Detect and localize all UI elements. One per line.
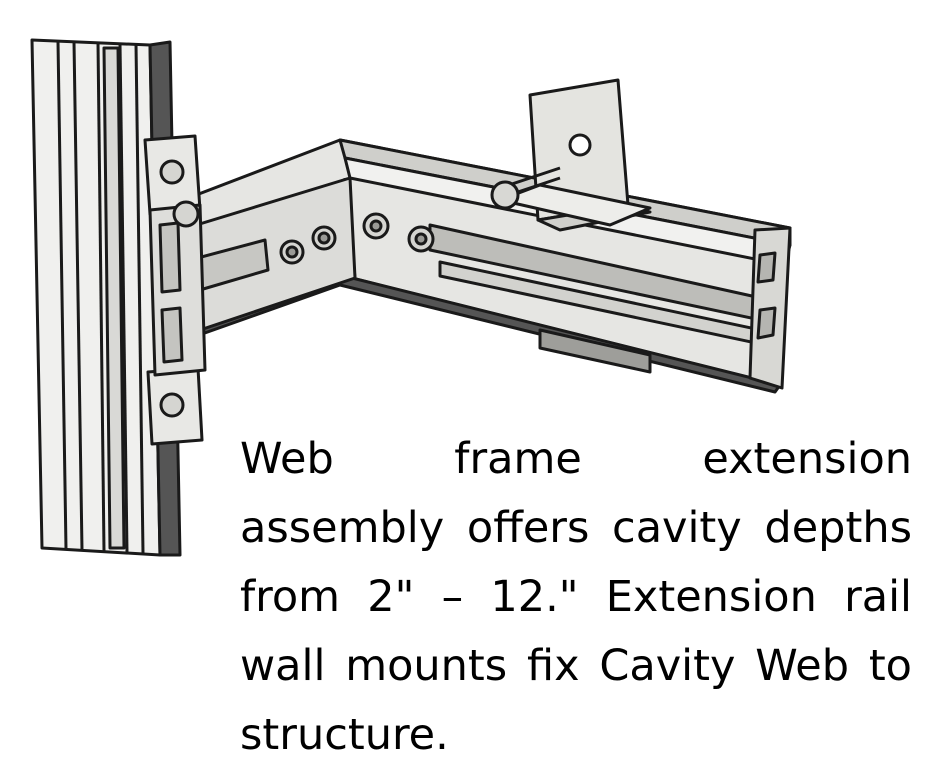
- caption-text: Web frame extension assembly offers cavi…: [240, 434, 912, 760]
- column-clamp: [143, 134, 207, 446]
- bracket-plate: [538, 328, 652, 374]
- web-frame-extension-illustration: [30, 38, 792, 557]
- figure-panel: Web frame extension assembly offers cavi…: [30, 38, 912, 760]
- rail-bolts: [279, 212, 435, 265]
- extension-rail: [168, 138, 792, 394]
- wall-mount-bracket: [490, 78, 652, 232]
